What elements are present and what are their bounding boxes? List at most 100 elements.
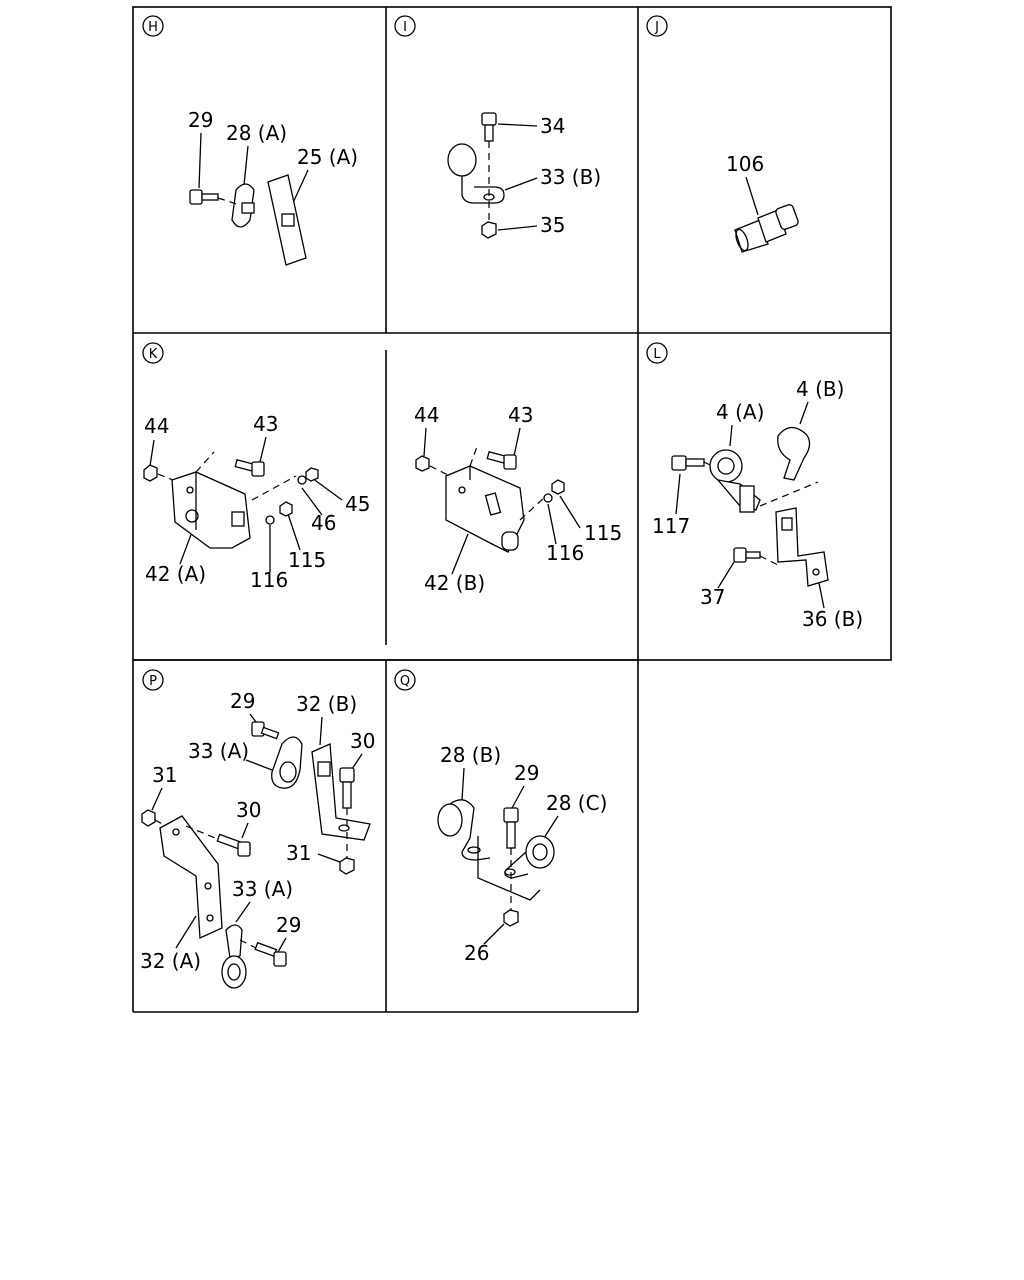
bracket-42b (445, 465, 525, 553)
callout-label: 115 (584, 521, 622, 545)
bolt-37 (733, 547, 761, 563)
callout-label: 29 (230, 689, 255, 713)
callout-label: 30 (236, 798, 261, 822)
clamp-28b (437, 799, 491, 861)
panel-letter: H (148, 20, 158, 35)
fitting-106 (734, 204, 799, 253)
panel-letter: P (149, 674, 157, 689)
bolt-29 (254, 941, 287, 967)
nut-115 (279, 501, 293, 517)
callout-label: 46 (311, 511, 336, 535)
callout-label: 26 (464, 941, 489, 965)
callout-label: 31 (286, 841, 311, 865)
callout-label: 25 (A) (297, 145, 358, 169)
panel-letter-circle (394, 669, 416, 691)
callout-label: 36 (B) (802, 607, 863, 631)
callout-label: 43 (508, 403, 533, 427)
bracket-42a (171, 471, 251, 549)
panel-letter-circle (142, 15, 164, 37)
panel-letter: J (654, 20, 659, 35)
panel-letter-circle (142, 342, 164, 364)
nut-31 (141, 809, 156, 827)
callout-label: 116 (250, 568, 288, 592)
panel-i: I 34 33 (B) 35 (394, 15, 601, 239)
callout-label: 42 (A) (145, 562, 206, 586)
callout-label: 33 (A) (188, 739, 249, 763)
plate-25a (267, 174, 307, 266)
callout-label: 32 (B) (296, 692, 357, 716)
callout-label: 116 (546, 541, 584, 565)
washer-116 (265, 515, 275, 525)
callout-label: 31 (152, 763, 177, 787)
panel-k: K 44 43 45 46 42 (A) 116 115 (142, 342, 622, 595)
callout-label: 44 (414, 403, 439, 427)
callout-label: 28 (A) (226, 121, 287, 145)
callout-label: 30 (350, 729, 375, 753)
clamp-28c (504, 835, 555, 879)
callout-label: 32 (A) (140, 949, 201, 973)
panel-h: H 29 28 (A) 25 (A) (142, 15, 358, 266)
clamp-4b (777, 426, 811, 481)
callout-label: 45 (345, 492, 370, 516)
nut-115 (551, 479, 565, 495)
callout-label: 117 (652, 514, 690, 538)
callout-label: 115 (288, 548, 326, 572)
panel-letter-circle (646, 342, 668, 364)
panel-j: J 106 (646, 15, 799, 253)
callout-label: 4 (B) (796, 377, 844, 401)
bolt-29 (503, 807, 519, 849)
nut-26 (503, 909, 519, 927)
panel-letter: I (403, 20, 407, 35)
panel-p: P 29 32 (B) 33 (A) 30 31 30 31 33 (A) 29… (140, 669, 375, 989)
nut-44 (415, 455, 430, 472)
callout-label: 29 (276, 913, 301, 937)
callout-label: 33 (B) (540, 165, 601, 189)
panel-letter-circle (394, 15, 416, 37)
nut-44 (143, 464, 158, 482)
callout-label: 4 (A) (716, 400, 764, 424)
nut-45 (305, 467, 319, 482)
bracket-outline (477, 836, 541, 901)
bolt-30 (216, 833, 251, 857)
bolt-29 (189, 189, 219, 205)
clamp-33b (447, 143, 505, 204)
panel-letter: L (653, 347, 661, 362)
panel-letter: K (149, 347, 158, 362)
bracket-36b (775, 507, 829, 587)
callout-label: 28 (B) (440, 743, 501, 767)
bracket-32b (311, 743, 371, 841)
panel-letter-circle (646, 15, 668, 37)
callout-label: 34 (540, 114, 565, 138)
clamp-4a (709, 449, 761, 513)
bolt-34 (481, 112, 497, 142)
panel-l: L 4 (B) 4 (A) 117 37 36 (B) (646, 342, 863, 631)
nut-35 (481, 221, 497, 239)
callout-label: 29 (514, 761, 539, 785)
nut-31 (339, 857, 355, 875)
panel-q: Q 28 (B) 29 28 (C) 26 (394, 669, 607, 965)
clip-28a (231, 183, 255, 228)
bracket-32a (159, 815, 223, 939)
callout-label: 37 (700, 585, 725, 609)
callout-label: 43 (253, 412, 278, 436)
bolt-29 (251, 721, 280, 740)
clamp-33a (221, 924, 247, 989)
clamp-33a (271, 736, 303, 789)
callout-label: 42 (B) (424, 571, 485, 595)
panel-letter-circle (142, 669, 164, 691)
callout-label: 35 (540, 213, 565, 237)
panel-grid (132, 6, 892, 1013)
washer-116 (543, 493, 553, 503)
bolt-30 (339, 767, 355, 809)
bolt-43 (234, 458, 265, 477)
bolt-43 (486, 450, 517, 470)
callout-label: 33 (A) (232, 877, 293, 901)
panel-letter: Q (400, 674, 410, 689)
callout-label: 44 (144, 414, 169, 438)
washer-46 (297, 475, 307, 485)
callout-label: 29 (188, 108, 213, 132)
callout-label: 28 (C) (546, 791, 607, 815)
callout-label: 106 (726, 152, 764, 176)
bolt-117 (671, 455, 705, 471)
